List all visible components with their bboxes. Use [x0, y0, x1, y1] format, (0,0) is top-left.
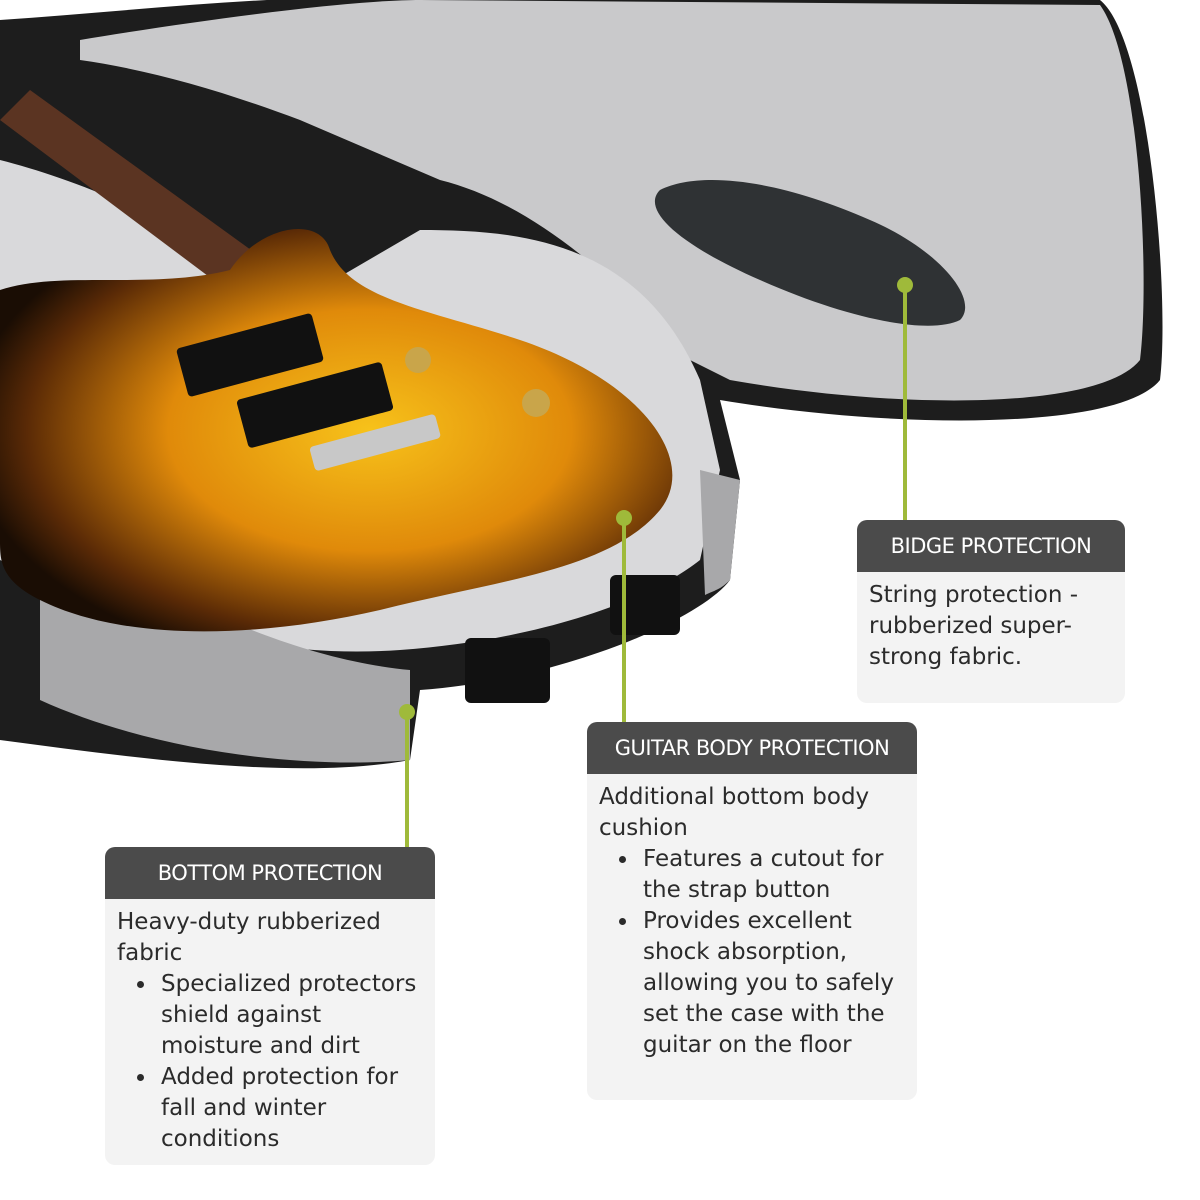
callout-bullet: Specialized protectors shield against mo… — [157, 969, 423, 1062]
callout-text: String protection - rubberized super-str… — [857, 572, 1125, 703]
callout-bullet: Features a cutout for the strap button — [639, 844, 905, 906]
callout-body: Additional bottom body cushion Features … — [587, 774, 917, 1100]
guitar-body-protection-callout: GUITAR BODY PROTECTION Additional bottom… — [587, 722, 917, 1100]
callout-body: Heavy-duty rubberized fabric Specialized… — [105, 899, 435, 1165]
body-marker-dot — [616, 510, 632, 526]
callout-text: Heavy-duty rubberized fabric — [117, 909, 381, 966]
callout-bullet: Provides excellent shock absorption, all… — [639, 906, 905, 1061]
callout-title: BIDGE PROTECTION — [857, 520, 1125, 572]
bottom-marker-dot — [399, 704, 415, 720]
bridge-marker-dot — [897, 277, 913, 293]
callout-bullet: Added protection for fall and winter con… — [157, 1062, 423, 1155]
bridge-protection-callout: BIDGE PROTECTION String protection - rub… — [857, 520, 1125, 703]
bottom-leader-line — [405, 712, 409, 848]
callout-title: GUITAR BODY PROTECTION — [587, 722, 917, 774]
body-leader-line — [622, 518, 626, 723]
callout-text: Additional bottom body cushion — [599, 784, 870, 841]
callout-title: BOTTOM PROTECTION — [105, 847, 435, 899]
bottom-protection-callout: BOTTOM PROTECTION Heavy-duty rubberized … — [105, 847, 435, 1165]
bridge-leader-line — [903, 285, 907, 521]
